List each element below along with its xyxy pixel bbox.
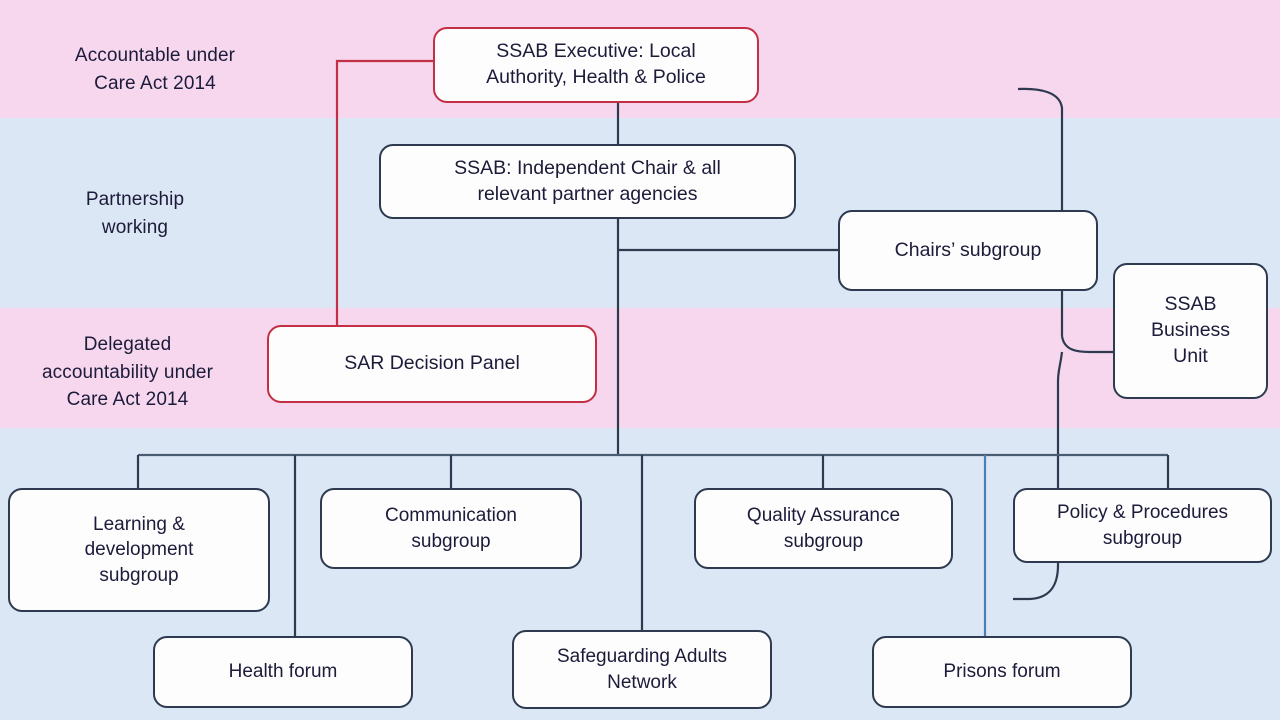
node-ssab-board[interactable]: SSAB: Independent Chair & all relevant p…: [379, 144, 796, 219]
band-label-partnership: Partnership working: [85, 189, 185, 238]
node-chairs-subgroup[interactable]: Chairs’ subgroup: [838, 210, 1098, 291]
node-quality-assurance-subgroup[interactable]: Quality Assurance subgroup: [694, 488, 953, 569]
node-ssab-business-unit[interactable]: SSAB Business Unit: [1113, 263, 1268, 399]
wire-spine-tail-curve: [1013, 564, 1060, 601]
band-delegated: [0, 308, 1280, 428]
node-learning-development-subgroup[interactable]: Learning & development subgroup: [8, 488, 270, 612]
wire-spine-to-business-unit: [1060, 335, 1113, 354]
wire-business-unit-spine-bottom: [1056, 351, 1064, 565]
wire-business-unit-spine-top: [1017, 87, 1064, 336]
wire-executive-to-sar-panel: [335, 59, 435, 327]
node-communication-subgroup[interactable]: Communication subgroup: [320, 488, 582, 569]
node-policy-procedures-subgroup[interactable]: Policy & Procedures subgroup: [1013, 488, 1272, 563]
band-label-delegated: Delegated accountability under Care Act …: [42, 334, 213, 411]
node-prisons-forum[interactable]: Prisons forum: [872, 636, 1132, 708]
node-sar-decision-panel[interactable]: SAR Decision Panel: [267, 325, 597, 403]
node-ssab-executive[interactable]: SSAB Executive: Local Authority, Health …: [433, 27, 759, 103]
node-health-forum[interactable]: Health forum: [153, 636, 413, 708]
node-safeguarding-adults-network[interactable]: Safeguarding Adults Network: [512, 630, 772, 709]
band-label-accountable: Accountable under Care Act 2014: [74, 45, 236, 94]
